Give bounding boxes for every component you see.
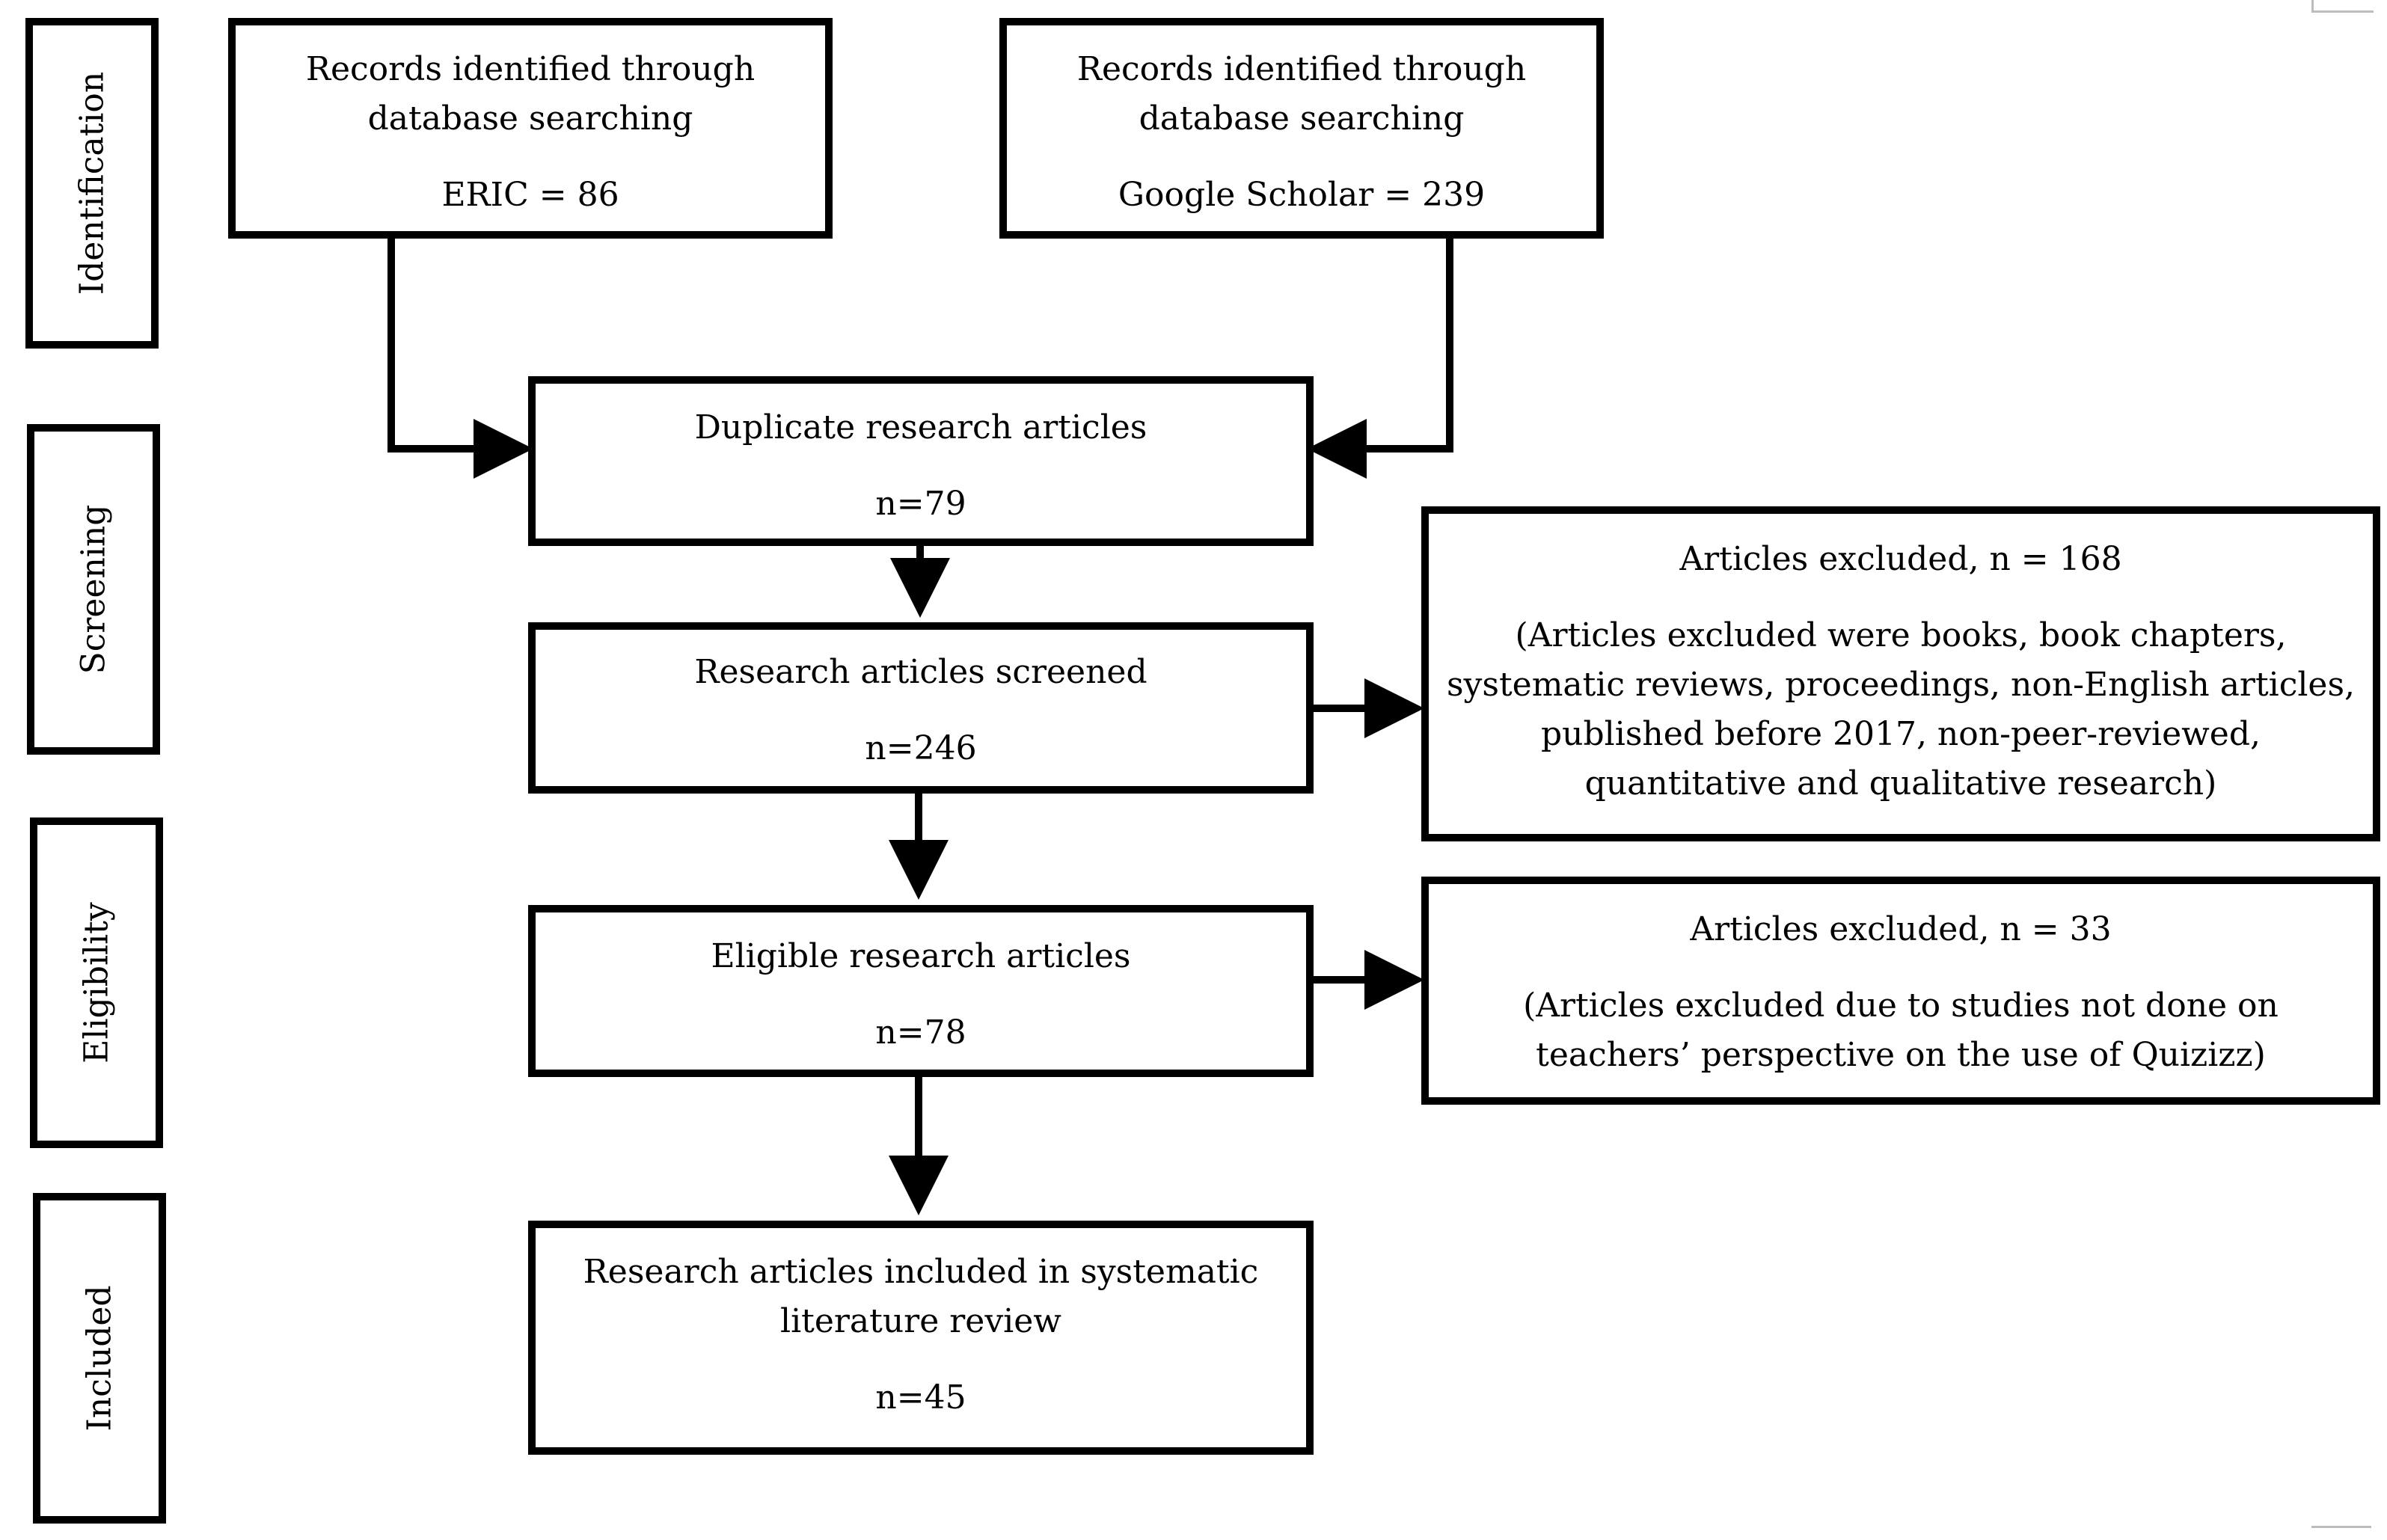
stage-screening: Screening — [27, 424, 160, 755]
stage-included: Included — [33, 1193, 166, 1524]
excluded-eligibility-reason-2: teachers’ perspective on the use of Quiz… — [1536, 1036, 2266, 1074]
duplicates-count: n=79 — [875, 485, 966, 523]
box-eric-records: Records identified through database sear… — [228, 18, 833, 239]
excluded-screening-reason-1: (Articles excluded were books, book chap… — [1515, 616, 2287, 654]
box-duplicate-articles: Duplicate research articles n=79 — [528, 376, 1314, 546]
included-count: n=45 — [875, 1378, 966, 1417]
excluded-screening-reason-2: systematic reviews, proceedings, non-Eng… — [1446, 666, 2356, 704]
duplicates-title: Duplicate research articles — [694, 408, 1147, 447]
eric-count: ERIC = 86 — [441, 176, 619, 214]
box-excluded-screening: Articles excluded, n = 168 (Articles exc… — [1421, 506, 2380, 841]
box-excluded-eligibility: Articles excluded, n = 33 (Articles excl… — [1421, 877, 2380, 1105]
page-corner-mark-top — [2311, 0, 2374, 13]
arrow-eric-to-duplicates — [387, 233, 533, 479]
excluded-eligibility-reason-1: (Articles excluded due to studies not do… — [1523, 987, 2279, 1025]
scholar-line-2: database searching — [1139, 99, 1465, 138]
eligible-count: n=78 — [875, 1013, 966, 1052]
scholar-line-1: Records identified through — [1076, 50, 1527, 88]
scholar-count: Google Scholar = 239 — [1118, 176, 1486, 214]
screened-title: Research articles screened — [694, 653, 1147, 691]
screened-count: n=246 — [865, 729, 977, 767]
eligible-title: Eligible research articles — [711, 937, 1131, 975]
eric-line-2: database searching — [367, 99, 693, 138]
excluded-screening-title: Articles excluded, n = 168 — [1679, 540, 2122, 578]
included-line-2: literature review — [780, 1302, 1061, 1340]
included-line-1: Research articles included in systematic — [583, 1253, 1259, 1291]
stage-identification: Identification — [25, 18, 159, 349]
box-included-articles: Research articles included in systematic… — [528, 1221, 1314, 1455]
box-articles-screened: Research articles screened n=246 — [528, 622, 1314, 794]
excluded-screening-reason-4: quantitative and qualitative research) — [1584, 764, 2217, 803]
page-corner-mark-bottom — [2311, 1526, 2371, 1536]
arrow-scholar-to-duplicates — [1307, 233, 1453, 479]
stage-eligibility: Eligibility — [30, 817, 163, 1148]
box-google-scholar-records: Records identified through database sear… — [999, 18, 1604, 239]
box-eligible-articles: Eligible research articles n=78 — [528, 905, 1314, 1077]
excluded-eligibility-title: Articles excluded, n = 33 — [1690, 910, 2112, 948]
eric-line-1: Records identified through — [305, 50, 756, 88]
excluded-screening-reason-3: published before 2017, non-peer-reviewed… — [1541, 715, 2261, 753]
